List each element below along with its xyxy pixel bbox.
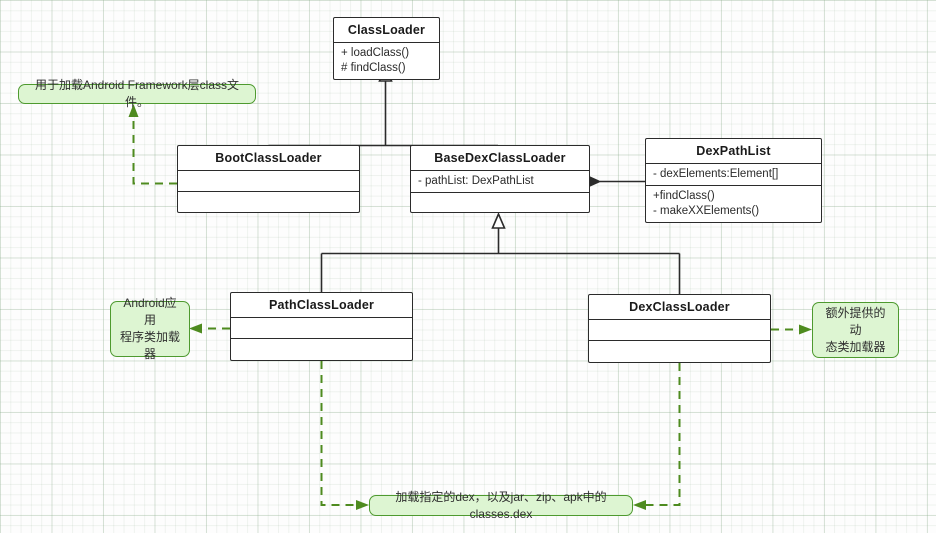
class-box-bootclassloader[interactable]: BootClassLoader: [177, 145, 360, 213]
note-text-line: 态类加载器: [825, 339, 886, 354]
class-methods-classloader: + loadClass() # findClass(): [334, 43, 439, 79]
class-box-basedexclassloader[interactable]: BaseDexClassLoader - pathList: DexPathLi…: [410, 145, 590, 213]
class-title-pathclassloader: PathClassLoader: [231, 293, 412, 318]
class-title-dexclassloader: DexClassLoader: [589, 295, 770, 320]
note-text: 用于加载Android Framework层class文件。: [34, 78, 240, 109]
note-pathclassloader[interactable]: Android应用 程序类加载器: [110, 296, 190, 361]
class-attributes-dexclassloader: [589, 320, 770, 341]
class-attributes-dexpathlist: - dexElements:Element[]: [646, 164, 821, 186]
note-text: 加载指定的dex，以及jar、zip、apk中的classes.dex: [395, 489, 607, 521]
generalization-to-basedexclassloader: [320, 211, 681, 295]
note-link-dexclassloader-bottom: [633, 363, 681, 510]
class-title-dexpathlist: DexPathList: [646, 139, 821, 164]
class-methods-bootclassloader: [178, 192, 359, 215]
member-row: +findClass(): [653, 190, 715, 202]
note-link-bootclassloader: [128, 104, 177, 185]
note-link-dexclassloader: [771, 324, 812, 335]
note-bottom-dex-loading[interactable]: 加载指定的dex，以及jar、zip、apk中的classes.dex: [369, 490, 633, 521]
note-text-line: 额外提供的动: [825, 305, 886, 337]
note-dexclassloader[interactable]: 额外提供的动 态类加载器: [812, 302, 899, 358]
class-attributes-basedexclassloader: - pathList: DexPathList: [411, 171, 589, 193]
class-methods-pathclassloader: [231, 339, 412, 362]
member-row: + loadClass(): [341, 47, 410, 59]
class-box-classloader[interactable]: ClassLoader + loadClass() # findClass(): [333, 17, 440, 80]
class-box-dexclassloader[interactable]: DexClassLoader: [588, 294, 771, 363]
class-title-basedexclassloader: BaseDexClassLoader: [411, 146, 589, 171]
note-text-line: Android应用: [123, 296, 177, 327]
class-box-pathclassloader[interactable]: PathClassLoader: [230, 292, 413, 361]
member-row: - dexElements:Element[]: [653, 168, 779, 180]
class-title-bootclassloader: BootClassLoader: [178, 146, 359, 171]
member-row: # findClass(): [341, 62, 406, 74]
member-row: - pathList: DexPathList: [418, 175, 534, 187]
class-box-dexpathlist[interactable]: DexPathList - dexElements:Element[] +fin…: [645, 138, 822, 223]
class-title-classloader: ClassLoader: [334, 18, 439, 43]
note-bootclassloader[interactable]: 用于加载Android Framework层class文件。: [18, 78, 256, 109]
class-methods-dexpathlist: +findClass() - makeXXElements(): [646, 186, 821, 222]
class-attributes-pathclassloader: [231, 318, 412, 339]
class-attributes-bootclassloader: [178, 171, 359, 192]
note-link-pathclassloader: [189, 323, 230, 334]
class-methods-dexclassloader: [589, 341, 770, 364]
note-text-line: 程序类加载器: [119, 330, 180, 361]
note-link-pathclassloader-bottom: [320, 361, 369, 510]
class-methods-basedexclassloader: [411, 193, 589, 214]
member-row: - makeXXElements(): [653, 205, 760, 217]
